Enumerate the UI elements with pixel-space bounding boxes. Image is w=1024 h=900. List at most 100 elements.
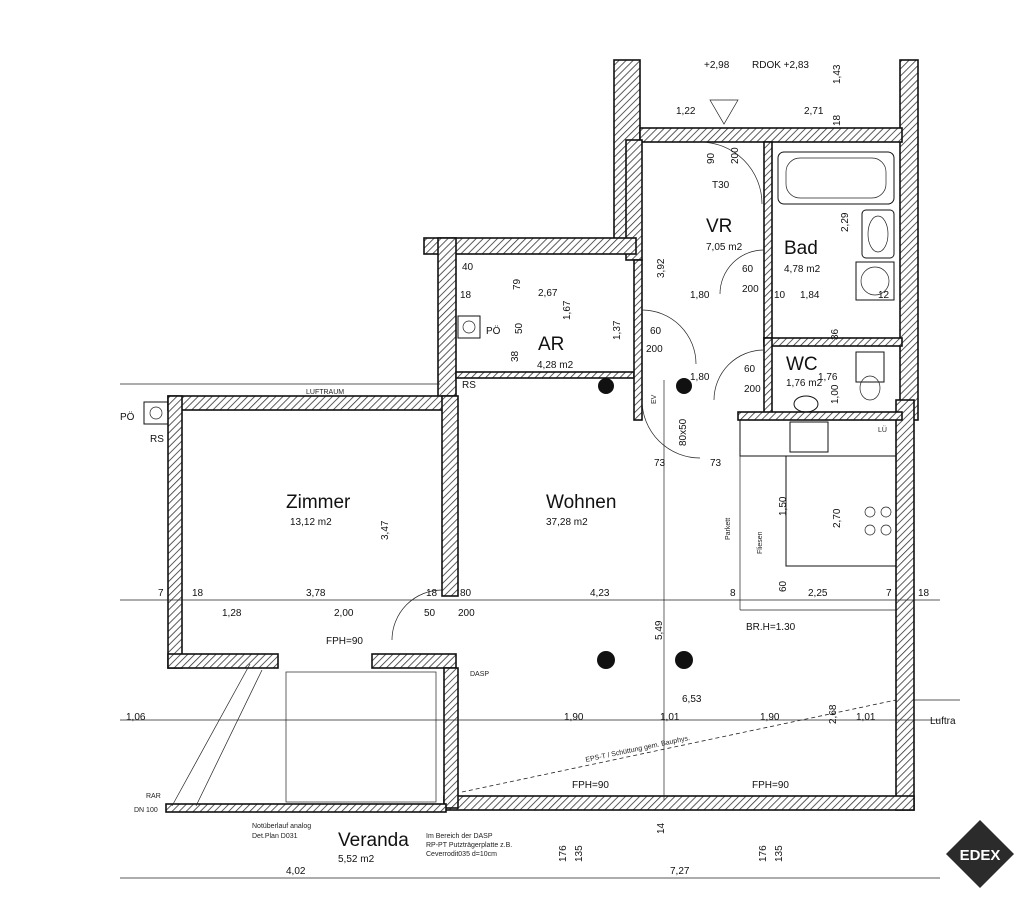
dim-60-ar: 60 — [650, 326, 662, 337]
room-area-vr: 7,05 m2 — [706, 242, 743, 253]
dim-1-22: 1,22 — [676, 106, 696, 117]
dim-80x50: 80x50 — [678, 418, 689, 446]
dim-18-right: 18 — [918, 588, 930, 599]
dim-7-27: 7,27 — [670, 866, 690, 877]
ceiling-light-2 — [676, 378, 692, 394]
chimney-zimmer-flue — [149, 406, 163, 420]
wall-wc-left — [763, 337, 773, 419]
dim-200-vr: 200 — [730, 147, 741, 164]
dim-7-left: 7 — [158, 588, 164, 599]
note-bereich-2: RP-PT Putzträgerplatte z.B. — [426, 842, 512, 849]
label-po-left: PÖ — [120, 411, 135, 423]
label-parkett: Parkett — [725, 518, 732, 540]
dim-135-right: 135 — [774, 845, 785, 862]
dim-12: 12 — [878, 290, 890, 301]
dim-200-ar: 200 — [646, 344, 663, 355]
wall-veranda-bottom — [165, 803, 447, 813]
dim-1-90-left: 1,90 — [564, 712, 584, 723]
fixtures — [120, 99, 960, 879]
veranda-stair-edge-2 — [195, 669, 263, 807]
door-swing-bad — [719, 249, 765, 295]
ceiling-light-3 — [597, 651, 615, 669]
level-br-height: BR.H=1.30 — [746, 622, 796, 633]
dimension-labels: 1,43 1,22 2,71 18 90 200 T30 2,29 3,92 4… — [126, 64, 930, 877]
dim-18-left: 18 — [192, 588, 204, 599]
dim-60-wc: 60 — [744, 364, 756, 375]
dim-2-71: 2,71 — [804, 106, 824, 117]
wall-ar-top — [423, 237, 637, 255]
note-bereich-3: Ceverrodit035 d=10cm — [426, 851, 497, 858]
wall-wohnen-left-lower — [443, 667, 459, 809]
dim-1-43: 1,43 — [832, 64, 843, 84]
note-veranda-2: Det.Plan D031 — [252, 833, 298, 840]
dim-73-right: 73 — [710, 458, 722, 469]
dim-2-70: 2,70 — [832, 508, 843, 528]
wall-bottom — [443, 795, 915, 811]
label-luftraum: LUFTRAUM — [306, 389, 344, 396]
dim-3-92: 3,92 — [656, 258, 667, 278]
dim-80-mid: 80 — [460, 588, 472, 599]
dim-1-90-right: 1,90 — [760, 712, 780, 723]
dim-1-37: 1,37 — [612, 320, 623, 340]
wall-ar-left — [437, 237, 457, 399]
toilet — [855, 351, 885, 383]
wall-zimmer-top — [167, 395, 457, 411]
wall-bad-left — [763, 141, 773, 343]
ceiling-light-4 — [675, 651, 693, 669]
dim-18-mid: 18 — [426, 588, 438, 599]
label-fliesen: Fliesen — [757, 531, 764, 554]
kitchen-counter — [739, 419, 897, 457]
wall-vr-right — [633, 259, 643, 421]
room-name-wc: WC — [786, 354, 818, 375]
dim-73-left: 73 — [654, 458, 666, 469]
toilet-bowl — [859, 375, 881, 401]
stove-burner-1 — [864, 506, 876, 518]
door-swing-wohnen — [641, 399, 701, 459]
dim-4-23: 4,23 — [590, 588, 610, 599]
label-po-ar: PÖ — [486, 325, 501, 337]
washing-machine — [855, 261, 895, 301]
dim-14: 14 — [656, 822, 667, 834]
room-area-bad: 4,78 m2 — [784, 264, 821, 275]
dim-1-80-vr: 1,80 — [690, 290, 710, 301]
wall-zimmer-bottom-right — [371, 653, 457, 669]
washbasin-bad-bowl — [867, 215, 889, 253]
dim-1-00: 1,00 — [830, 384, 841, 404]
dim-1-01-left: 1,01 — [660, 712, 680, 723]
label-fph-zimmer: FPH=90 — [326, 636, 363, 647]
dim-7-right: 7 — [886, 588, 892, 599]
dim-36: 36 — [830, 328, 841, 340]
wall-top-bath — [639, 127, 903, 143]
wall-zimmer-left — [167, 395, 183, 669]
chimney-ar — [457, 315, 481, 339]
dim-60-bad: 60 — [742, 264, 754, 275]
door-swing-wc — [713, 349, 765, 401]
room-name-bad: Bad — [784, 238, 818, 259]
room-name-wohnen: Wohnen — [546, 492, 616, 513]
wall-zimmer-wohnen — [441, 395, 459, 597]
dim-5-49: 5,49 — [654, 620, 665, 640]
note-rar: RAR — [146, 793, 161, 800]
edex-logo: EDEX — [944, 818, 1016, 890]
dim-2-25: 2,25 — [808, 588, 828, 599]
dim-1-84: 1,84 — [800, 290, 820, 301]
dim-176-right: 176 — [758, 845, 769, 862]
room-area-zimmer: 13,12 m2 — [290, 517, 332, 528]
dim-1-67: 1,67 — [562, 300, 573, 320]
dim-1-80-wc: 1,80 — [690, 372, 710, 383]
dim-40: 40 — [462, 262, 474, 273]
dim-176-left: 176 — [558, 845, 569, 862]
dim-38: 38 — [510, 350, 521, 362]
dim-3-47: 3,47 — [380, 520, 391, 540]
stove-burner-4 — [880, 524, 892, 536]
room-name-vr: VR — [706, 216, 732, 237]
edex-logo-graphic: EDEX — [946, 820, 1014, 888]
note-dasp: DASP — [470, 671, 489, 678]
chimney-zimmer — [143, 401, 169, 425]
label-fph-right: FPH=90 — [752, 780, 789, 791]
note-dn: DN 100 — [134, 807, 158, 814]
stove-burner-2 — [880, 506, 892, 518]
room-area-veranda: 5,52 m2 — [338, 854, 375, 865]
dim-6-53: 6,53 — [682, 694, 702, 705]
